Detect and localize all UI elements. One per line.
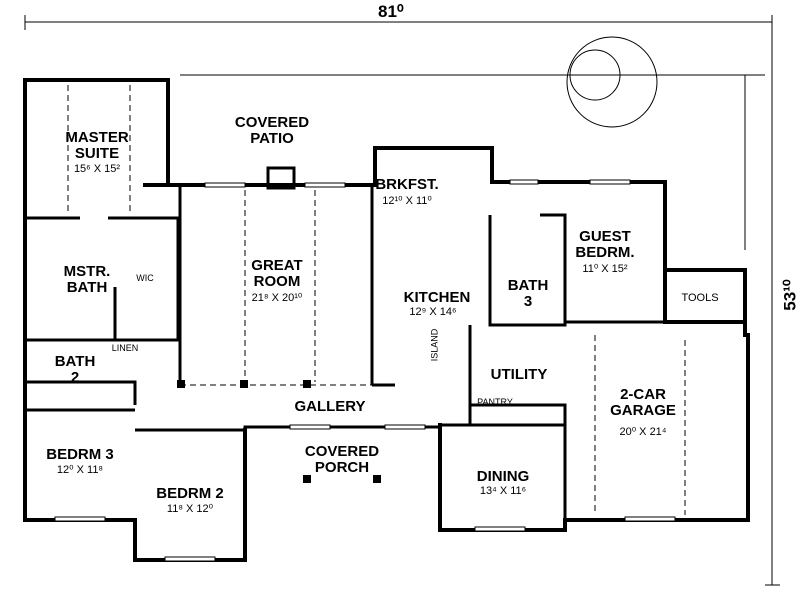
exterior-walls	[23, 78, 750, 562]
room-brkfst: BRKFST.	[375, 176, 439, 193]
room-wic: WIC	[136, 273, 154, 283]
room-guest-bedrm: GUEST BEDRM.	[575, 228, 635, 261]
interior-walls	[25, 166, 665, 520]
room-great-room-size: 21⁸ X 20¹⁰	[251, 292, 303, 304]
room-2-car-garage: 2-CAR GARAGE	[610, 386, 676, 419]
room-utility: UTILITY	[490, 366, 548, 383]
room-tools: TOOLS	[681, 292, 719, 304]
room-dining-size: 13⁴ X 11⁶	[479, 485, 527, 497]
kitchen-island: ISLAND	[429, 328, 440, 362]
room-bedrm-2: BEDRM 2	[156, 485, 224, 502]
room-bath-3: BATH 3	[507, 277, 549, 310]
room-master-suite-size: 15⁶ X 15²	[73, 163, 121, 175]
porch-columns	[177, 380, 381, 483]
room-dining: DINING	[476, 468, 530, 485]
room-brkfst-size: 12¹⁰ X 11⁰	[382, 195, 432, 207]
room-kitchen-size: 12⁹ X 14⁶	[409, 306, 457, 318]
room-mstr-bath: MSTR. BATH	[63, 263, 111, 296]
room-pantry: PANTRY	[477, 397, 513, 407]
tree-icon	[566, 36, 658, 128]
room-covered-patio: COVERED PATIO	[234, 114, 310, 147]
room-bedrm-2-size: 11⁸ X 12⁰	[166, 503, 214, 515]
overall-width: 81⁰	[378, 2, 404, 21]
room-master-suite: MASTER SUITE	[65, 129, 129, 162]
room-bedrm-3: BEDRM 3	[46, 446, 114, 463]
room-linen: LINEN	[111, 343, 139, 353]
room-guest-bedrm-size: 11⁰ X 15²	[582, 263, 628, 275]
room-bedrm-3-size: 12⁰ X 11⁸	[56, 464, 104, 476]
room-gallery: GALLERY	[294, 398, 366, 415]
room-2-car-garage-size: 20⁰ X 21⁴	[619, 426, 667, 438]
dimension-lines	[24, 15, 780, 586]
room-great-room: GREAT ROOM	[251, 257, 303, 290]
room-kitchen: KITCHEN	[403, 289, 471, 306]
window-markers	[54, 179, 676, 562]
dashed-room-lines	[67, 85, 686, 515]
room-bath-2: BATH 2	[54, 353, 96, 386]
room-covered-porch: COVERED PORCH	[304, 443, 380, 476]
overall-depth: 53¹⁰	[780, 279, 800, 311]
